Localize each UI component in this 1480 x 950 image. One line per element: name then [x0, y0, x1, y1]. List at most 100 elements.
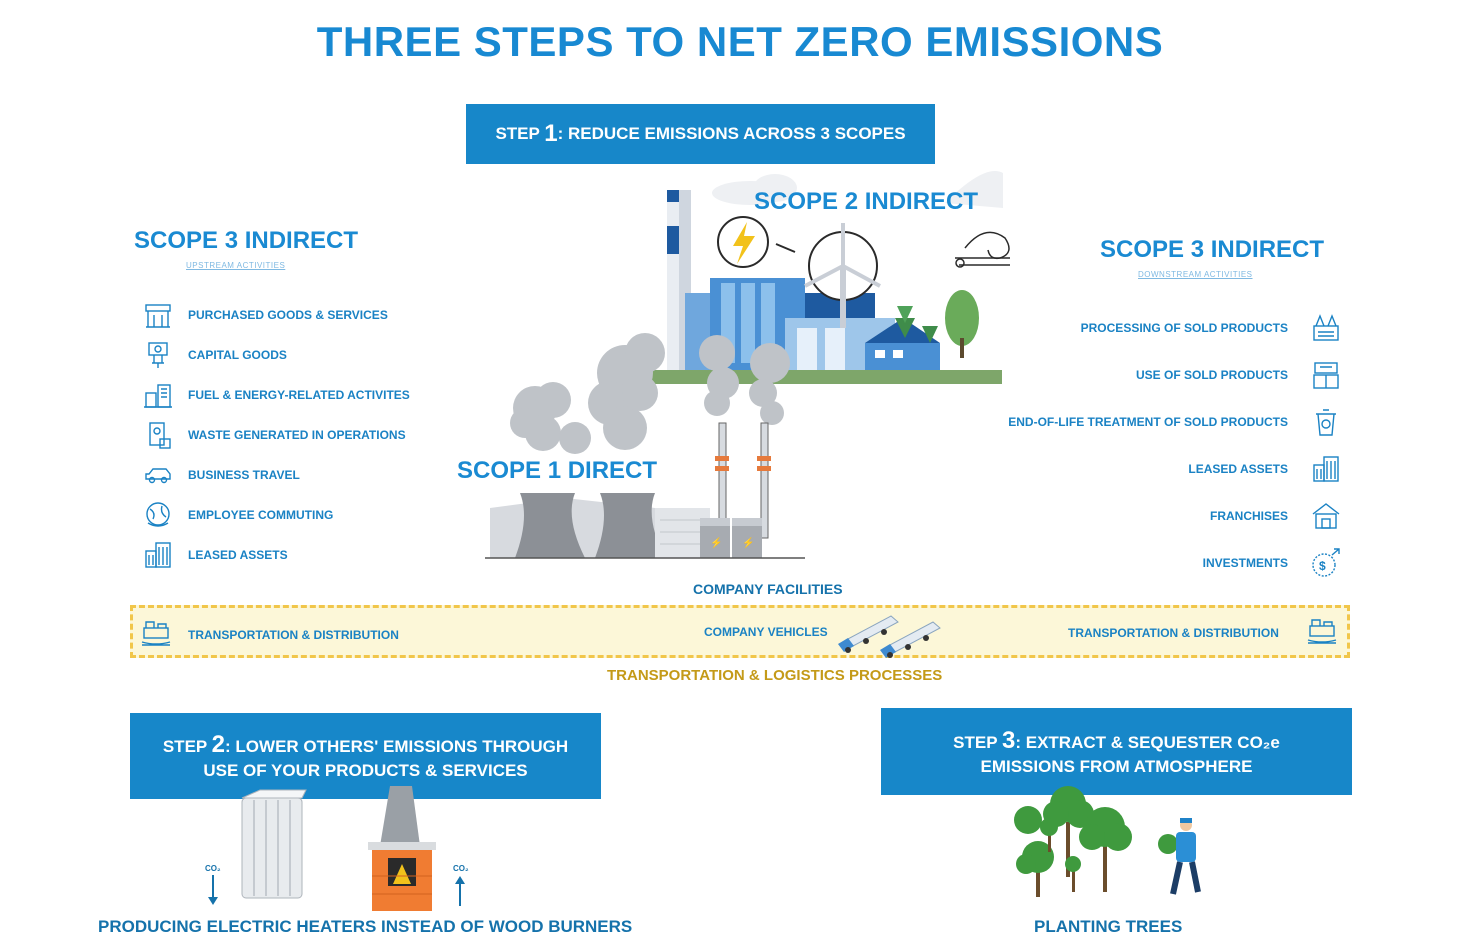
truck-depot-icon — [1306, 614, 1338, 646]
step3-line1: STEP 3: EXTRACT & SEQUESTER CO₂e — [953, 726, 1280, 756]
fuel-icon — [142, 379, 174, 411]
scope3-downstream-sub: DOWNSTREAM ACTIVITIES — [1138, 270, 1253, 279]
step2-text-1: : LOWER OTHERS' EMISSIONS THROUGH — [225, 737, 569, 757]
logistics-caption: TRANSPORTATION & LOGISTICS PROCESSES — [607, 667, 943, 684]
step1-prefix: STEP — [495, 124, 545, 144]
list-item: EMPLOYEE COMMUTING — [142, 495, 410, 535]
upstream-item-label: WASTE GENERATED IN OPERATIONS — [188, 428, 406, 442]
svg-text:$: $ — [1319, 559, 1326, 573]
list-item: FUEL & ENERGY-RELATED ACTIVITES — [142, 375, 410, 415]
lightning-icon — [717, 216, 769, 268]
upstream-item-label: FUEL & ENERGY-RELATED ACTIVITES — [188, 388, 410, 402]
truck-1 — [838, 615, 899, 653]
step3-prefix: STEP — [953, 732, 1002, 752]
car-icon — [142, 459, 174, 491]
facilities-illustration: ⚡ ⚡ — [485, 171, 1010, 559]
step2-line1: STEP 2: LOWER OTHERS' EMISSIONS THROUGH — [163, 730, 568, 760]
list-item: LEASED ASSETS — [142, 535, 410, 575]
arrow-down-icon — [208, 875, 218, 905]
building-icon — [1310, 453, 1342, 485]
cloud-background — [712, 171, 1003, 208]
step1-box: STEP 1 : REDUCE EMISSIONS ACROSS 3 SCOPE… — [466, 104, 935, 164]
shop-icon — [142, 299, 174, 331]
step3-box: STEP 3: EXTRACT & SEQUESTER CO₂e EMISSIO… — [881, 708, 1352, 795]
box-icon — [1310, 359, 1342, 391]
co2-up-label: CO₂ — [453, 864, 469, 873]
band-left-label: TRANSPORTATION & DISTRIBUTION — [188, 628, 399, 642]
upstream-item-label: LEASED ASSETS — [188, 548, 288, 562]
wind-turbine-icon — [804, 223, 881, 328]
caption-trees: PLANTING TREES — [1034, 917, 1183, 936]
list-item: WASTE GENERATED IN OPERATIONS — [142, 415, 410, 455]
company-facilities-label: COMPANY FACILITIES — [693, 581, 843, 597]
battery-units: ⚡ ⚡ — [700, 518, 762, 558]
scope3-upstream-sub: UPSTREAM ACTIVITIES — [186, 261, 286, 270]
truck-depot-icon — [140, 616, 172, 648]
list-item: BUSINESS TRAVEL — [142, 455, 410, 495]
scope3-upstream-heading: SCOPE 3 INDIRECT — [134, 227, 359, 254]
smoke-clouds — [510, 333, 790, 454]
waste-icon — [142, 419, 174, 451]
downstream-item-label: END-OF-LIFE TREATMENT OF SOLD PRODUCTS — [1008, 414, 1288, 429]
list-item: USE OF SOLD PRODUCTS — [1008, 351, 1342, 398]
downstream-item-label: LEASED ASSETS — [1188, 461, 1288, 476]
upstream-item-label: PURCHASED GOODS & SERVICES — [188, 308, 388, 322]
step3-text-1: : EXTRACT & SEQUESTER CO₂e — [1015, 732, 1280, 752]
list-item: PURCHASED GOODS & SERVICES — [142, 295, 410, 335]
machine-icon — [142, 339, 174, 371]
investment-icon: $ — [1310, 547, 1342, 579]
list-item: FRANCHISES — [1008, 492, 1342, 539]
downstream-item-label: USE OF SOLD PRODUCTS — [1135, 367, 1288, 382]
scope3-downstream-heading: SCOPE 3 INDIRECT — [1100, 236, 1325, 263]
globe-icon — [142, 499, 174, 531]
wind-icon — [955, 231, 1010, 268]
person-planting — [1170, 818, 1201, 895]
step3-number: 3 — [1001, 726, 1016, 754]
planting-trees-illustration — [1014, 786, 1201, 897]
upstream-item-label: EMPLOYEE COMMUTING — [188, 508, 334, 522]
tree-cluster — [1014, 786, 1178, 897]
scope2-heading: SCOPE 2 INDIRECT — [754, 188, 979, 215]
list-item: LEASED ASSETS — [1008, 445, 1342, 492]
arrow-up-icon — [455, 876, 465, 906]
step3-line2: EMISSIONS FROM ATMOSPHERE — [980, 756, 1253, 776]
step1-number: 1 — [544, 120, 558, 147]
co2-down-label: CO₂ — [205, 864, 221, 873]
factory-icon — [1310, 312, 1342, 344]
upstream-item-label: BUSINESS TRAVEL — [188, 468, 300, 482]
plant-trees — [895, 290, 979, 358]
step2-prefix: STEP — [162, 737, 212, 757]
list-item: PROCESSING OF SOLD PRODUCTS — [1008, 304, 1342, 351]
truck-2 — [880, 621, 941, 658]
band-center-label: COMPANY VEHICLES — [704, 625, 828, 639]
upstream-list: PURCHASED GOODS & SERVICES CAPITAL GOODS… — [142, 295, 410, 575]
step1-text: : REDUCE EMISSIONS ACROSS 3 SCOPES — [557, 124, 906, 144]
list-item: END-OF-LIFE TREATMENT OF SOLD PRODUCTS — [1008, 398, 1342, 445]
heater-fireplace-illustration — [241, 786, 436, 911]
scope1-heading: SCOPE 1 DIRECT — [457, 457, 658, 484]
electric-heater — [241, 789, 307, 899]
downstream-item-label: PROCESSING OF SOLD PRODUCTS — [1080, 320, 1288, 335]
cooling-towers — [490, 493, 710, 558]
downstream-item-label: FRANCHISES — [1209, 508, 1288, 523]
step2-number: 2 — [211, 731, 226, 759]
svg-text:⚡: ⚡ — [710, 536, 722, 549]
page-title: THREE STEPS TO NET ZERO EMISSIONS — [316, 18, 1164, 65]
wood-burner — [368, 786, 436, 911]
step2-line2: USE OF YOUR PRODUCTS & SERVICES — [203, 761, 528, 781]
step2-box: STEP 2: LOWER OTHERS' EMISSIONS THROUGH … — [130, 713, 601, 799]
transportation-band — [130, 605, 1350, 658]
recycle-bin-icon — [1310, 406, 1342, 438]
list-item: CAPITAL GOODS — [142, 335, 410, 375]
store-icon — [1310, 500, 1342, 532]
upstream-item-label: CAPITAL GOODS — [188, 348, 287, 362]
company-vehicles-illustration — [838, 615, 941, 658]
downstream-item-label: INVESTMENTS — [1202, 555, 1288, 570]
svg-text:⚡: ⚡ — [742, 536, 754, 549]
downstream-list: PROCESSING OF SOLD PRODUCTS USE OF SOLD … — [1008, 304, 1342, 586]
building-icon — [142, 539, 174, 571]
list-item: INVESTMENTS $ — [1008, 539, 1342, 586]
band-right-label: TRANSPORTATION & DISTRIBUTION — [1068, 626, 1279, 640]
caption-heaters: PRODUCING ELECTRIC HEATERS INSTEAD OF WO… — [98, 917, 633, 936]
plant-ground — [650, 370, 1002, 384]
